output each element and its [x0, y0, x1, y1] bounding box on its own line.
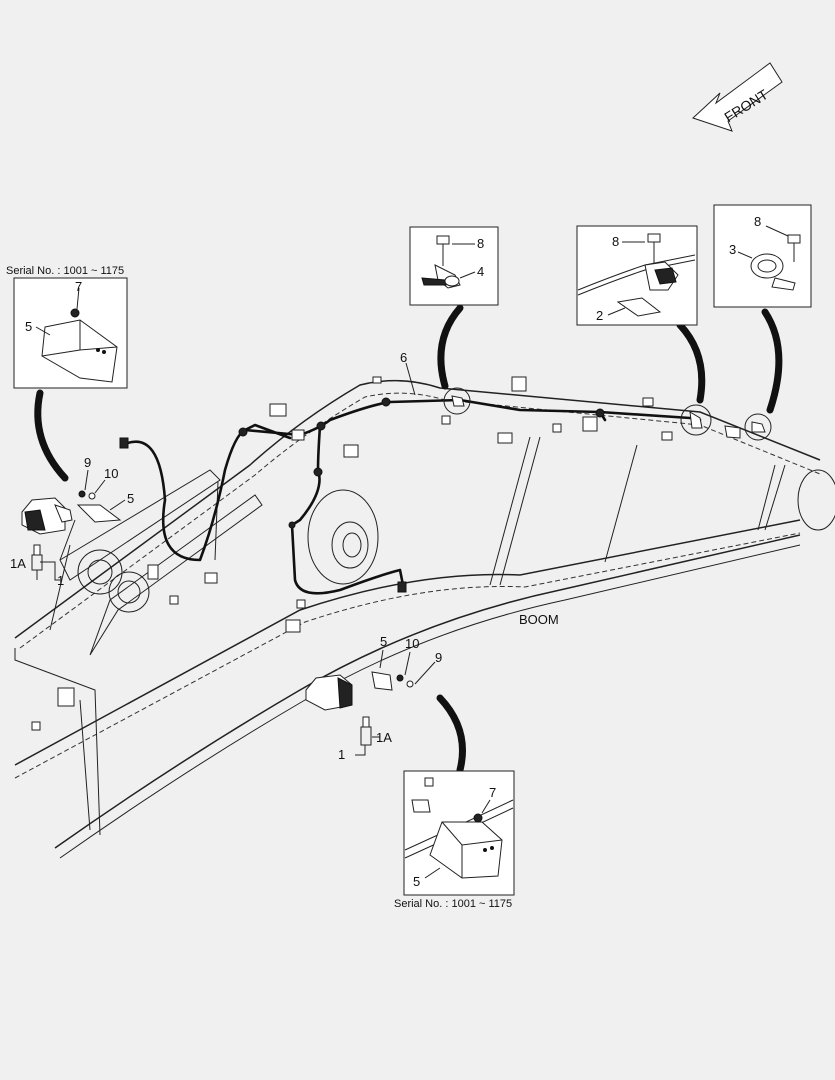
callout-7-bottom: 7: [489, 785, 496, 800]
callout-5-center: 5: [380, 634, 387, 649]
detail-circle-a: [443, 387, 471, 415]
detail-circle-c: [744, 413, 772, 441]
detail-box-clamp-4: 8 4: [409, 226, 499, 306]
callout-1a-left: 1A: [10, 556, 26, 571]
detail-box-serial-bottom: 7 5: [403, 770, 515, 896]
lamp-assembly-left: 9 10 5 1A 1: [10, 455, 134, 588]
leader-d: [34, 389, 69, 482]
wire-harness: [119, 397, 702, 595]
callout-10-left: 10: [104, 466, 118, 481]
detail-box-clamp-2: 8 2: [576, 225, 698, 326]
serial-label-top: Serial No. : 1001 ~ 1175: [6, 265, 124, 277]
boom-label: BOOM: [519, 612, 559, 627]
callout-5-bottom: 5: [413, 874, 420, 889]
callout-1-left: 1: [57, 573, 64, 588]
callout-10-center: 10: [405, 636, 419, 651]
callout-5-left: 5: [127, 491, 134, 506]
callout-6: 6: [400, 350, 407, 365]
callout-9-left: 9: [84, 455, 91, 470]
callout-3-c: 3: [729, 242, 736, 257]
callout-1a-center: 1A: [376, 730, 392, 745]
leader-e: [436, 694, 466, 774]
detail-box-serial-top: Serial No. : 1001 ~ 1175 7 5: [6, 265, 128, 389]
lamp-assembly-center: 5 10 9 1A 1: [305, 634, 442, 762]
callout-5-top: 5: [25, 319, 32, 334]
callout-8-b: 8: [612, 234, 619, 249]
callout-1-center: 1: [338, 747, 345, 762]
front-arrow-icon: FRONT: [692, 62, 783, 132]
detail-circle-b: [680, 404, 712, 436]
leader-a: [437, 304, 464, 390]
leader-b: [676, 321, 706, 404]
callout-9-center: 9: [435, 650, 442, 665]
callout-2-b: 2: [596, 308, 603, 323]
serial-label-bottom: Serial No. : 1001 ~ 1175: [394, 898, 512, 910]
boom-body: [14, 376, 835, 859]
callout-7-top: 7: [75, 279, 82, 294]
callout-4-a: 4: [477, 264, 484, 279]
detail-box-clamp-3: 8 3: [713, 204, 812, 308]
callout-8-a: 8: [477, 236, 484, 251]
callout-8-c: 8: [754, 214, 761, 229]
leader-c: [761, 308, 783, 414]
